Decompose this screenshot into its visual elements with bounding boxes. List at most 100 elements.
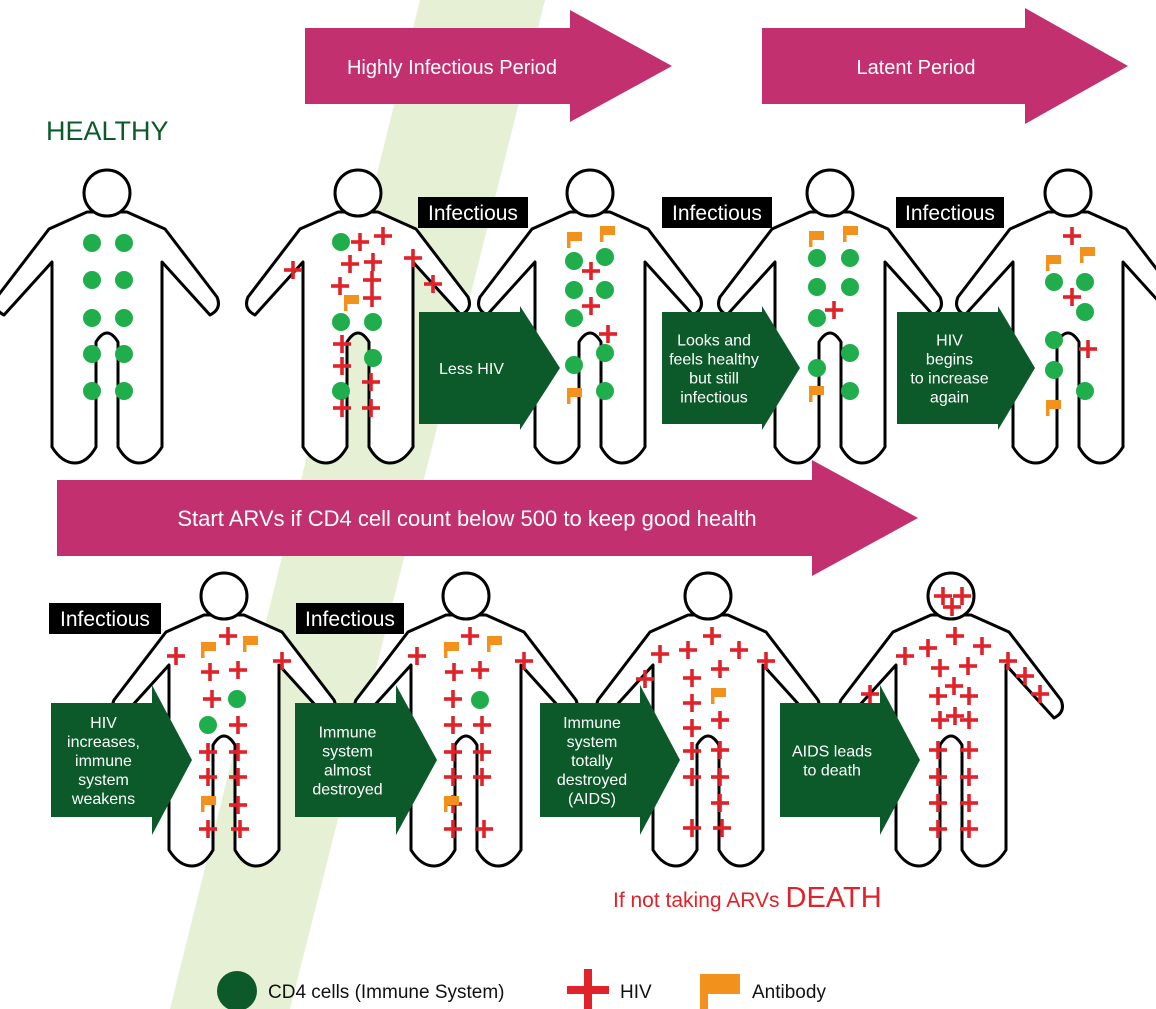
head-outline — [683, 571, 733, 621]
hiv-cross-icon — [1031, 685, 1049, 703]
infectious-tag-label: Infectious — [428, 202, 518, 225]
hiv-cross-icon — [408, 647, 426, 665]
stage-arrow-label: Less HIV — [439, 361, 504, 378]
hiv-cross-icon — [351, 233, 369, 251]
hiv-cross-icon — [730, 641, 748, 659]
cd4-cell-icon — [596, 344, 614, 362]
hiv-cross-icon — [582, 262, 600, 280]
cd4-cell-icon — [115, 271, 133, 289]
figure-rising — [955, 168, 1156, 465]
cd4-cell-icon — [841, 382, 859, 400]
stage-arrow-label: HIV — [90, 715, 117, 732]
antibody-flag-icon — [1080, 247, 1095, 263]
hiv-cross-icon — [445, 663, 463, 681]
cd4-cell-icon — [596, 281, 614, 299]
stage-arrow-label: to increase — [910, 371, 988, 388]
stage-arrow-label: almost — [324, 763, 372, 780]
cd4-cell-icon — [83, 234, 101, 252]
hiv-cross-icon — [473, 743, 491, 761]
figure-healthy — [0, 168, 220, 465]
cd4-cell-icon — [83, 345, 101, 363]
hiv-cross-icon — [444, 716, 462, 734]
stage-arrow-label: to death — [803, 763, 861, 780]
infectious-tag-label: Infectious — [905, 202, 995, 225]
hiv-cross-icon — [203, 690, 221, 708]
cd4-cell-icon — [364, 313, 382, 331]
stage-arrow-label: system — [567, 734, 618, 751]
cd4-cell-icon — [808, 309, 826, 327]
antibody-flag-icon — [567, 388, 582, 404]
hiv-cross-icon — [364, 253, 382, 271]
hiv-cross-icon — [999, 652, 1017, 670]
hiv-cross-icon — [683, 742, 701, 760]
hiv-cross-icon — [946, 627, 964, 645]
hiv-cross-icon — [929, 768, 947, 786]
hiv-cross-icon — [273, 652, 291, 670]
hiv-cross-icon — [683, 719, 701, 737]
hiv-cross-icon — [229, 716, 247, 734]
hiv-cross-icon — [960, 687, 978, 705]
antibody-flag-icon — [711, 688, 726, 704]
hiv-cross-icon — [711, 711, 729, 729]
antibody-flag-icon — [700, 974, 740, 1009]
hiv-cross-icon — [636, 670, 654, 688]
antibody-flag-icon — [1046, 400, 1061, 416]
hiv-cross-icon — [471, 661, 489, 679]
hiv-cross-icon — [461, 627, 479, 645]
cd4-cell-icon — [332, 233, 350, 251]
cd4-cell-icon — [1045, 331, 1063, 349]
infectious-tag: Infectious — [662, 197, 772, 228]
cd4-cell-icon — [565, 252, 583, 270]
antibody-flag-icon — [567, 232, 582, 248]
antibody-flag-icon — [487, 636, 502, 652]
stage-arrow: Less HIV — [419, 306, 560, 430]
legend-antibody-label: Antibody — [752, 982, 826, 1003]
hiv-cross-icon — [331, 277, 349, 295]
antibody-flag-icon — [444, 642, 459, 658]
head-outline — [441, 571, 491, 621]
hiv-cross-icon — [929, 741, 947, 759]
stage-arrow-label: immune — [75, 753, 132, 770]
figure-weakening — [111, 571, 337, 868]
stage-arrow-label: AIDS leads — [792, 744, 872, 761]
stage-arrow-label: destroyed — [312, 782, 382, 799]
hiv-cross-icon — [703, 627, 721, 645]
hiv-cross-icon — [960, 741, 978, 759]
figure-acute — [245, 168, 471, 465]
cd4-cell-icon — [83, 271, 101, 289]
hiv-cross-icon — [953, 587, 971, 605]
stage-arrow-label: feels healthy — [669, 352, 759, 369]
stage-arrow-label: again — [930, 390, 969, 407]
hiv-cross-icon — [943, 598, 961, 616]
antibody-flag-icon — [809, 231, 824, 247]
stage-arrow-label: Looks and — [677, 333, 751, 350]
cd4-cell-icon — [332, 382, 350, 400]
hiv-cross-icon — [931, 711, 949, 729]
cd4-cell-icon — [332, 313, 350, 331]
hiv-cross-icon — [199, 743, 217, 761]
hiv-cross-icon — [567, 969, 609, 1009]
cd4-cell-icon — [115, 234, 133, 252]
hiv-cross-icon — [931, 659, 949, 677]
hiv-cross-icon — [229, 661, 247, 679]
hiv-cross-icon — [1063, 227, 1081, 245]
cd4-cell-icon — [841, 278, 859, 296]
head-outline — [1043, 168, 1093, 218]
infectious-tag: Infectious — [296, 603, 404, 634]
hiv-cross-icon — [473, 768, 491, 786]
antibody-flag-icon — [809, 386, 824, 402]
hiv-cross-icon — [757, 652, 775, 670]
hiv-cross-icon — [711, 794, 729, 812]
hiv-cross-icon — [683, 669, 701, 687]
stage-arrow: AIDS leads to death — [780, 685, 920, 835]
infectious-tag: Infectious — [49, 603, 161, 634]
cd4-cell-icon — [808, 359, 826, 377]
stage-arrow-label: infectious — [680, 390, 748, 407]
hiv-cross-icon — [711, 741, 729, 759]
hiv-cross-icon — [934, 587, 952, 605]
cd4-cell-icon — [1076, 382, 1094, 400]
hiv-cross-icon — [444, 768, 462, 786]
antibody-flag-icon — [1046, 255, 1061, 271]
